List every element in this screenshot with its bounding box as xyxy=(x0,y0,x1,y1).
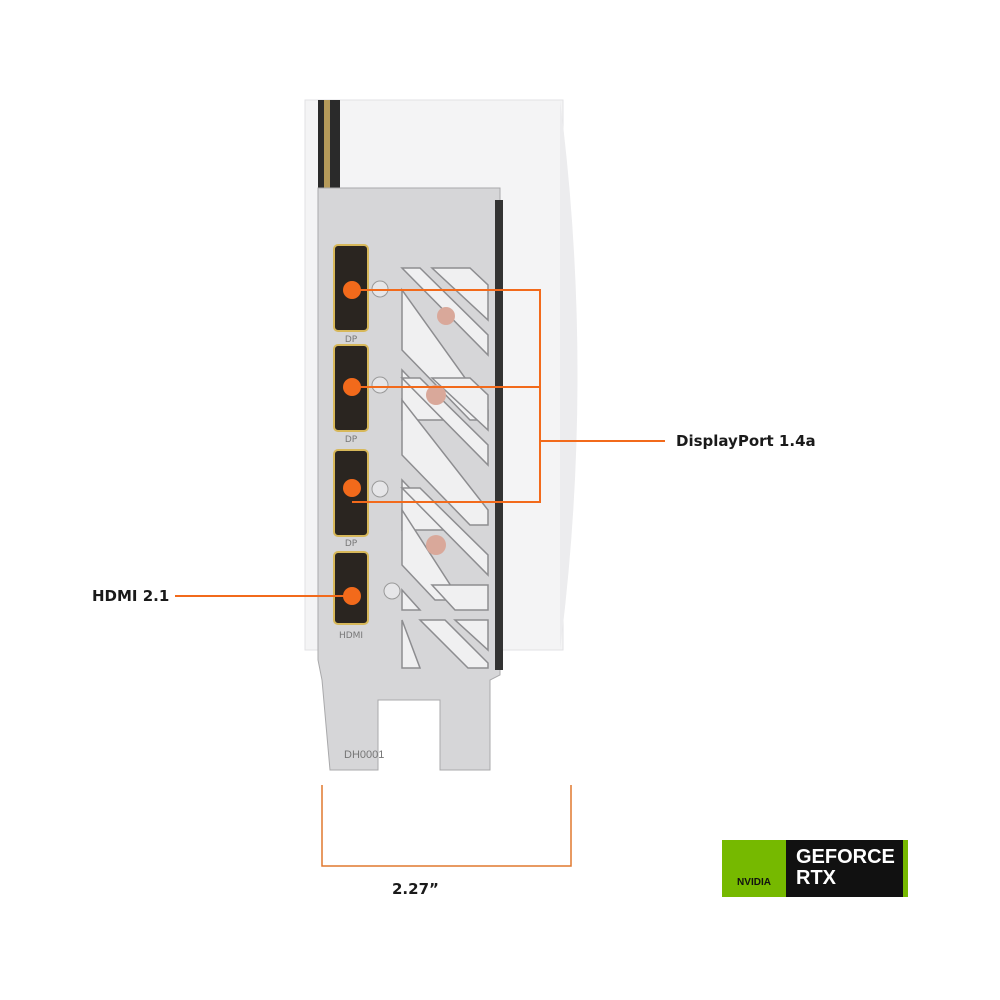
port-label-dp1: DP xyxy=(345,335,358,345)
callout-dots xyxy=(343,281,361,605)
hdmi-label: HDMI 2.1 xyxy=(92,587,170,605)
port-label-dp3: DP xyxy=(345,539,358,549)
fan-edge xyxy=(560,100,578,650)
width-dimension-bracket xyxy=(321,785,572,867)
width-label: 2.27” xyxy=(392,880,439,898)
badge-line-2: RTX xyxy=(796,867,836,889)
nvidia-logo: NVIDIA xyxy=(722,840,786,897)
geforce-rtx-badge: NVIDIA GEFORCE RTX xyxy=(722,840,908,897)
nvidia-wordmark: NVIDIA xyxy=(737,877,771,888)
badge-line-1: GEFORCE xyxy=(796,846,895,868)
port-label-dp2: DP xyxy=(345,435,358,445)
displayport-label: DisplayPort 1.4a xyxy=(676,432,816,450)
port-label-hdmi: HDMI xyxy=(339,631,363,641)
bracket-marking: DH0001 xyxy=(344,749,384,761)
displayport-callout-lines xyxy=(352,289,665,503)
